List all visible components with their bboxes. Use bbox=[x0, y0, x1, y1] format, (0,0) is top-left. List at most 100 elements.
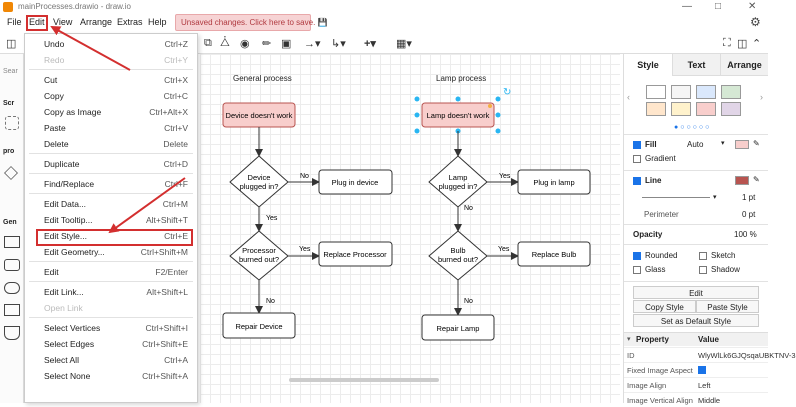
general-action-1[interactable] bbox=[318, 169, 393, 195]
fill-color-icon[interactable]: ◉ bbox=[240, 38, 250, 50]
menu-edit[interactable]: Edit bbox=[29, 17, 45, 27]
menu-arrange[interactable]: Arrange bbox=[80, 17, 113, 27]
insert-icon[interactable]: +▾ bbox=[364, 38, 376, 50]
shape-ellipse[interactable] bbox=[4, 282, 20, 294]
fill-edit-icon[interactable]: ✎ bbox=[753, 139, 760, 148]
rotate-handle-icon[interactable]: ↻ bbox=[503, 87, 511, 98]
fullscreen-icon[interactable]: ⛶ bbox=[723, 37, 731, 49]
style-swatch[interactable] bbox=[646, 102, 666, 116]
general-end-node[interactable] bbox=[222, 312, 296, 339]
lamp-start-node[interactable] bbox=[421, 102, 495, 128]
connection-icon[interactable]: →▾ bbox=[304, 38, 321, 50]
menu-item-edit-geometry[interactable]: Edit Geometry...Ctrl+Shift+M bbox=[25, 244, 197, 260]
swatch-prev-icon[interactable]: ‹ bbox=[627, 92, 630, 102]
swatch-page-dots[interactable]: ●○○○○○ bbox=[674, 124, 712, 131]
menu-item-edit-tooltip[interactable]: Edit Tooltip...Alt+Shift+T bbox=[25, 212, 197, 228]
lamp-end-node[interactable] bbox=[421, 314, 495, 341]
line-color-icon[interactable]: ✏ bbox=[262, 38, 272, 50]
scratchpad-drop-area[interactable] bbox=[5, 116, 19, 130]
unsaved-changes-banner[interactable]: Unsaved changes. Click here to save. 💾 bbox=[175, 14, 328, 31]
sketch-checkbox[interactable] bbox=[699, 252, 707, 260]
swatch-next-icon[interactable]: › bbox=[760, 92, 763, 102]
maximize-icon[interactable]: □ bbox=[715, 1, 722, 12]
general-action-2[interactable] bbox=[318, 241, 393, 267]
shape-cylinder[interactable] bbox=[4, 326, 20, 340]
line-width-input[interactable]: 1 pt bbox=[742, 193, 756, 202]
style-swatch[interactable] bbox=[721, 85, 741, 99]
tab-arrange[interactable]: Arrange bbox=[720, 54, 768, 76]
tab-text[interactable]: Text bbox=[672, 54, 720, 76]
perimeter-input[interactable]: 0 pt bbox=[742, 210, 756, 219]
line-pattern-select[interactable] bbox=[642, 197, 710, 198]
section-scratchpad[interactable]: Scr bbox=[3, 100, 15, 107]
line-checkbox[interactable] bbox=[633, 177, 641, 185]
waypoints-icon[interactable]: ↳▾ bbox=[331, 38, 346, 50]
menu-item-edit-data[interactable]: Edit Data...Ctrl+M bbox=[25, 196, 197, 212]
to-back-icon[interactable]: ⧊ bbox=[220, 37, 230, 49]
fill-mode-chevron-icon[interactable]: ▾ bbox=[721, 140, 725, 147]
menu-item-edit-link[interactable]: Edit Link...Alt+Shift+L bbox=[25, 284, 197, 300]
style-swatch[interactable] bbox=[646, 85, 666, 99]
fill-mode-select[interactable]: Auto bbox=[687, 140, 704, 149]
shape-search-input[interactable]: Sear bbox=[3, 68, 18, 75]
section-general[interactable]: Gen bbox=[3, 219, 17, 226]
menu-help[interactable]: Help bbox=[148, 17, 167, 27]
property-value[interactable]: Middle bbox=[698, 396, 721, 405]
shape-rounded-rectangle[interactable] bbox=[4, 259, 20, 271]
style-swatch[interactable] bbox=[671, 85, 691, 99]
menu-extras[interactable]: Extras bbox=[117, 17, 143, 27]
gradient-checkbox[interactable] bbox=[633, 155, 641, 163]
menu-view[interactable]: View bbox=[53, 17, 73, 27]
paste-style-button[interactable]: Paste Style bbox=[696, 300, 759, 313]
line-edit-icon[interactable]: ✎ bbox=[753, 175, 760, 184]
edit-style-button[interactable]: Edit bbox=[633, 286, 759, 299]
menu-file[interactable]: File bbox=[7, 17, 22, 27]
property-value[interactable]: Left bbox=[698, 381, 711, 390]
fill-color-swatch[interactable] bbox=[735, 140, 749, 149]
style-swatch[interactable] bbox=[721, 102, 741, 116]
set-default-style-button[interactable]: Set as Default Style bbox=[633, 314, 759, 327]
glass-checkbox[interactable] bbox=[633, 266, 641, 274]
close-icon[interactable]: ✕ bbox=[748, 1, 757, 12]
style-swatch[interactable] bbox=[696, 102, 716, 116]
collapse-icon[interactable]: ⌃ bbox=[752, 38, 762, 50]
to-front-icon[interactable]: ⧉ bbox=[204, 37, 212, 49]
tab-style[interactable]: Style bbox=[637, 60, 659, 70]
section-process[interactable]: pro bbox=[3, 148, 15, 155]
minimize-icon[interactable]: — bbox=[682, 1, 692, 12]
opacity-input[interactable]: 100 % bbox=[734, 230, 757, 239]
menu-item-edit-style[interactable]: Edit Style...Ctrl+E bbox=[25, 228, 197, 244]
style-swatch[interactable] bbox=[696, 85, 716, 99]
canvas-horizontal-scrollbar[interactable] bbox=[289, 378, 439, 382]
style-swatch[interactable] bbox=[671, 102, 691, 116]
settings-gear-icon[interactable]: ⚙ bbox=[750, 15, 761, 29]
fill-checkbox[interactable] bbox=[633, 141, 641, 149]
fixed-image-aspect-checkbox[interactable] bbox=[698, 366, 706, 374]
lamp-action-2[interactable] bbox=[517, 241, 591, 267]
shadow-checkbox[interactable] bbox=[699, 266, 707, 274]
copy-style-button[interactable]: Copy Style bbox=[633, 300, 696, 313]
line-color-swatch[interactable] bbox=[735, 176, 749, 185]
table-icon[interactable]: ▦▾ bbox=[396, 38, 412, 50]
lamp-action-1[interactable] bbox=[517, 169, 591, 195]
format-panel-toggle-icon[interactable]: ◫ bbox=[6, 38, 17, 50]
rounded-checkbox[interactable] bbox=[633, 252, 641, 260]
shape-document[interactable] bbox=[4, 304, 20, 316]
shape-rectangle[interactable] bbox=[4, 236, 20, 248]
property-collapse-icon[interactable]: ▾ bbox=[627, 336, 631, 343]
property-value[interactable]: WlyWlLk6GJQsqaUBKTNV-3 bbox=[698, 351, 796, 360]
shadow-icon[interactable]: ▣ bbox=[281, 38, 292, 50]
line-pattern-chevron-icon[interactable]: ▾ bbox=[713, 194, 717, 201]
